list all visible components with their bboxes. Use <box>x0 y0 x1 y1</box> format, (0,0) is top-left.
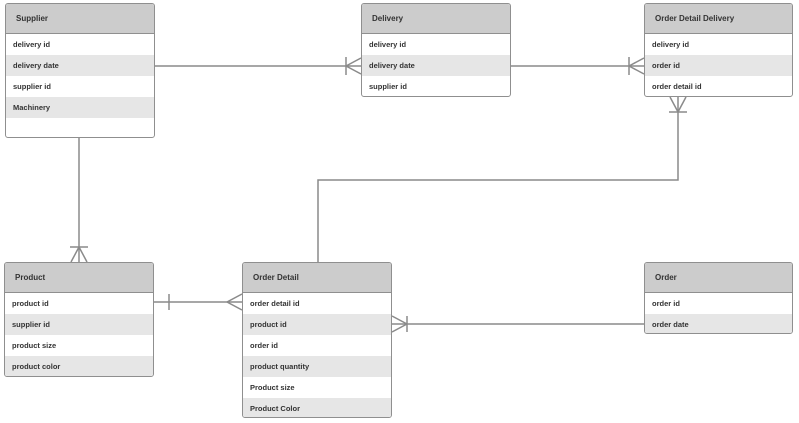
field-row[interactable]: order detail id <box>250 299 300 308</box>
field-row[interactable]: product id <box>12 299 49 308</box>
entity-product[interactable]: Product product id supplier id product s… <box>4 262 154 377</box>
entity-delivery[interactable]: Delivery delivery id delivery date suppl… <box>361 3 511 97</box>
field-row[interactable]: order detail id <box>652 82 702 91</box>
field-row[interactable]: product size <box>12 341 57 350</box>
field-row[interactable]: supplier id <box>369 82 407 91</box>
field-row[interactable]: product quantity <box>243 356 391 377</box>
field-row[interactable]: product color <box>5 356 153 376</box>
entity-title: Product <box>5 263 153 293</box>
field-row[interactable]: delivery date <box>6 55 154 76</box>
connector-order-detail-order-detail-delivery[interactable] <box>317 96 687 262</box>
connector-delivery-order-detail-delivery[interactable] <box>511 57 645 75</box>
entity-fields: delivery id delivery date supplier id Ma… <box>6 34 154 118</box>
field-row[interactable]: delivery id <box>652 40 690 49</box>
entity-fields: delivery id order id order detail id <box>645 34 792 96</box>
field-row[interactable]: product id <box>243 314 391 335</box>
entity-fields: order id order date <box>645 293 792 333</box>
field-row[interactable]: delivery id <box>13 40 51 49</box>
entity-order[interactable]: Order order id order date <box>644 262 793 334</box>
connector-product-order-detail[interactable] <box>154 293 243 311</box>
entity-fields: delivery id delivery date supplier id <box>362 34 510 96</box>
field-row[interactable]: delivery id <box>369 40 407 49</box>
entity-order-detail-delivery[interactable]: Order Detail Delivery delivery id order … <box>644 3 793 97</box>
entity-fields: order detail id product id order id prod… <box>243 293 391 417</box>
entity-title: Supplier <box>6 4 154 34</box>
field-row[interactable]: Product size <box>250 383 295 392</box>
entity-title: Delivery <box>362 4 510 34</box>
field-row[interactable]: order date <box>645 314 792 333</box>
entity-title: Order Detail Delivery <box>645 4 792 34</box>
field-row[interactable]: order id <box>645 55 792 76</box>
entity-fields: product id supplier id product size prod… <box>5 293 153 376</box>
entity-supplier[interactable]: Supplier delivery id delivery date suppl… <box>5 3 155 138</box>
entity-title: Order <box>645 263 792 293</box>
field-row[interactable]: Machinery <box>6 97 154 118</box>
entity-title: Order Detail <box>243 263 391 293</box>
field-row[interactable]: order id <box>250 341 278 350</box>
connector-order-order-detail[interactable] <box>391 315 644 333</box>
entity-order-detail[interactable]: Order Detail order detail id product id … <box>242 262 392 418</box>
field-row[interactable]: delivery date <box>362 55 510 76</box>
connector-supplier-delivery[interactable] <box>155 57 362 75</box>
connector-supplier-product[interactable] <box>70 138 88 263</box>
field-row[interactable]: supplier id <box>5 314 153 335</box>
field-row[interactable]: Product Color <box>243 398 391 417</box>
field-row[interactable]: order id <box>652 299 680 308</box>
field-row[interactable]: supplier id <box>13 82 51 91</box>
